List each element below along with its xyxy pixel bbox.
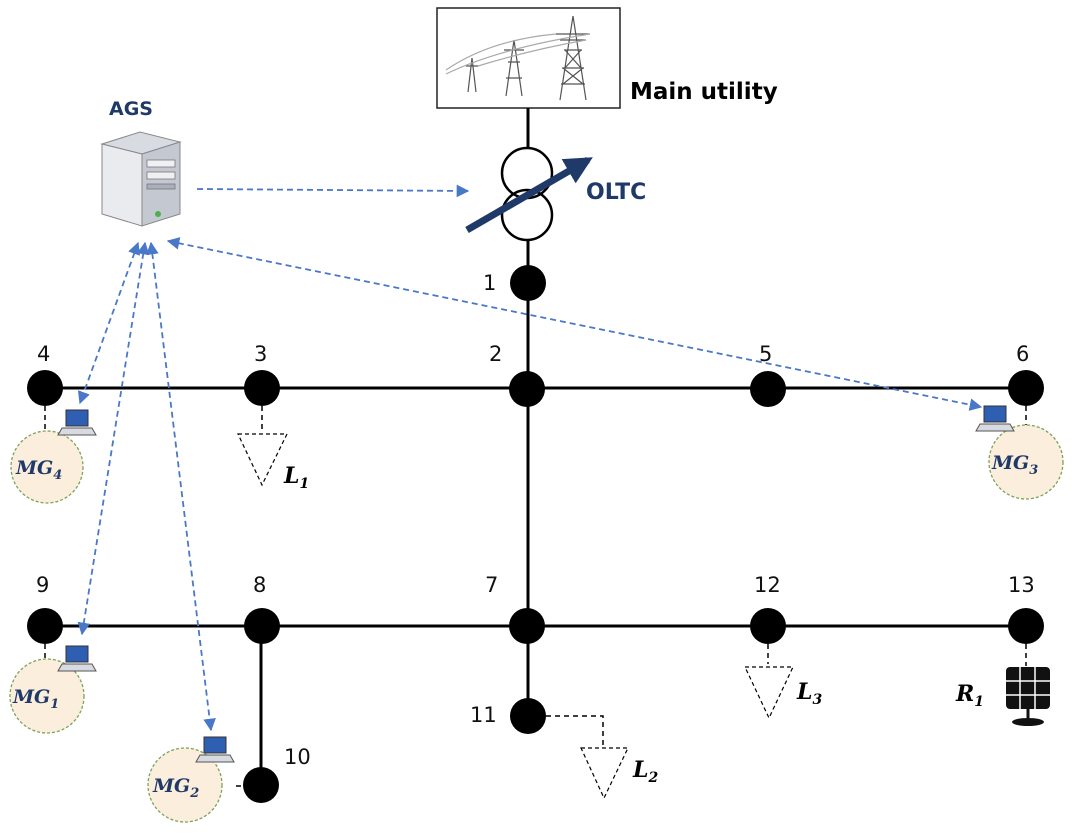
- comm-link-mg1: [77, 241, 150, 636]
- solar-panel-icon: [1006, 667, 1050, 726]
- main-utility-title: Main utility: [630, 79, 778, 105]
- communication-links: [77, 184, 983, 732]
- load-l3: L3: [744, 666, 822, 720]
- svg-text:MG3: MG3: [991, 452, 1038, 478]
- bus-nodes: [27, 265, 1044, 803]
- server-icon: [100, 131, 182, 227]
- bus-11: [510, 698, 546, 734]
- svg-text:MG4: MG4: [15, 457, 62, 483]
- bus-label-12: 12: [754, 573, 781, 597]
- svg-text:MG1: MG1: [12, 686, 59, 712]
- bus-6: [1008, 370, 1044, 406]
- bus-4: [27, 370, 63, 406]
- ags-server: AGS: [100, 98, 182, 227]
- bus-label-10: 10: [284, 745, 311, 769]
- svg-text:L1: L1: [283, 463, 309, 492]
- microgrid-mg3: MG3: [988, 424, 1064, 500]
- bus-label-3: 3: [254, 342, 267, 366]
- bus-12: [750, 608, 786, 644]
- microgrid-mg2: MG2: [147, 747, 223, 823]
- load-l2: L2: [580, 747, 658, 800]
- main-utility-box: Main utility: [436, 7, 778, 109]
- bus-7: [509, 608, 545, 644]
- load-l1: L1: [237, 433, 309, 492]
- oltc-transformer: OLTC: [465, 146, 646, 242]
- comm-link-mg4: [77, 241, 141, 405]
- bus-labels: 1 2 3 4 5 6 7 8 9 10 11 12 13: [36, 271, 1035, 769]
- bus-label-7: 7: [485, 573, 498, 597]
- bus-2: [509, 371, 545, 407]
- comm-link-oltc: [196, 184, 470, 198]
- comm-link-mg3: [166, 237, 983, 411]
- svg-text:MG2: MG2: [152, 775, 199, 801]
- renewable-r1: R1: [955, 667, 1050, 726]
- transmission-tower-icon: [445, 15, 591, 101]
- tap-changer-arrow-icon: [465, 156, 593, 234]
- laptop-icon: [975, 405, 1015, 432]
- bus-10: [243, 767, 279, 803]
- bus-label-11: 11: [470, 703, 497, 727]
- bus-8: [244, 608, 280, 644]
- bus-3: [244, 370, 280, 406]
- dashed-device-links: [44, 406, 1027, 787]
- bus-label-8: 8: [253, 573, 266, 597]
- svg-text:L3: L3: [796, 679, 822, 708]
- bus-label-6: 6: [1016, 342, 1029, 366]
- bus-label-2: 2: [489, 342, 502, 366]
- bus-1: [510, 265, 546, 301]
- oltc-label: OLTC: [586, 180, 646, 205]
- bus-label-13: 13: [1008, 573, 1035, 597]
- bus-9: [27, 608, 63, 644]
- bus-label-4: 4: [37, 342, 50, 366]
- bus-label-1: 1: [483, 271, 496, 295]
- microgrid-mg1: MG1: [9, 658, 85, 734]
- svg-text:R1: R1: [955, 681, 984, 710]
- microgrid-mg4: MG4: [10, 430, 84, 504]
- bus-13: [1008, 608, 1044, 644]
- laptop-icon: [57, 645, 97, 672]
- comm-link-mg2: [146, 241, 216, 732]
- bus-5: [750, 371, 786, 407]
- laptop-icon: [57, 409, 97, 436]
- ags-label: AGS: [109, 98, 153, 120]
- svg-text:L2: L2: [632, 757, 658, 786]
- laptop-icon: [195, 736, 235, 763]
- bus-label-9: 9: [36, 573, 49, 597]
